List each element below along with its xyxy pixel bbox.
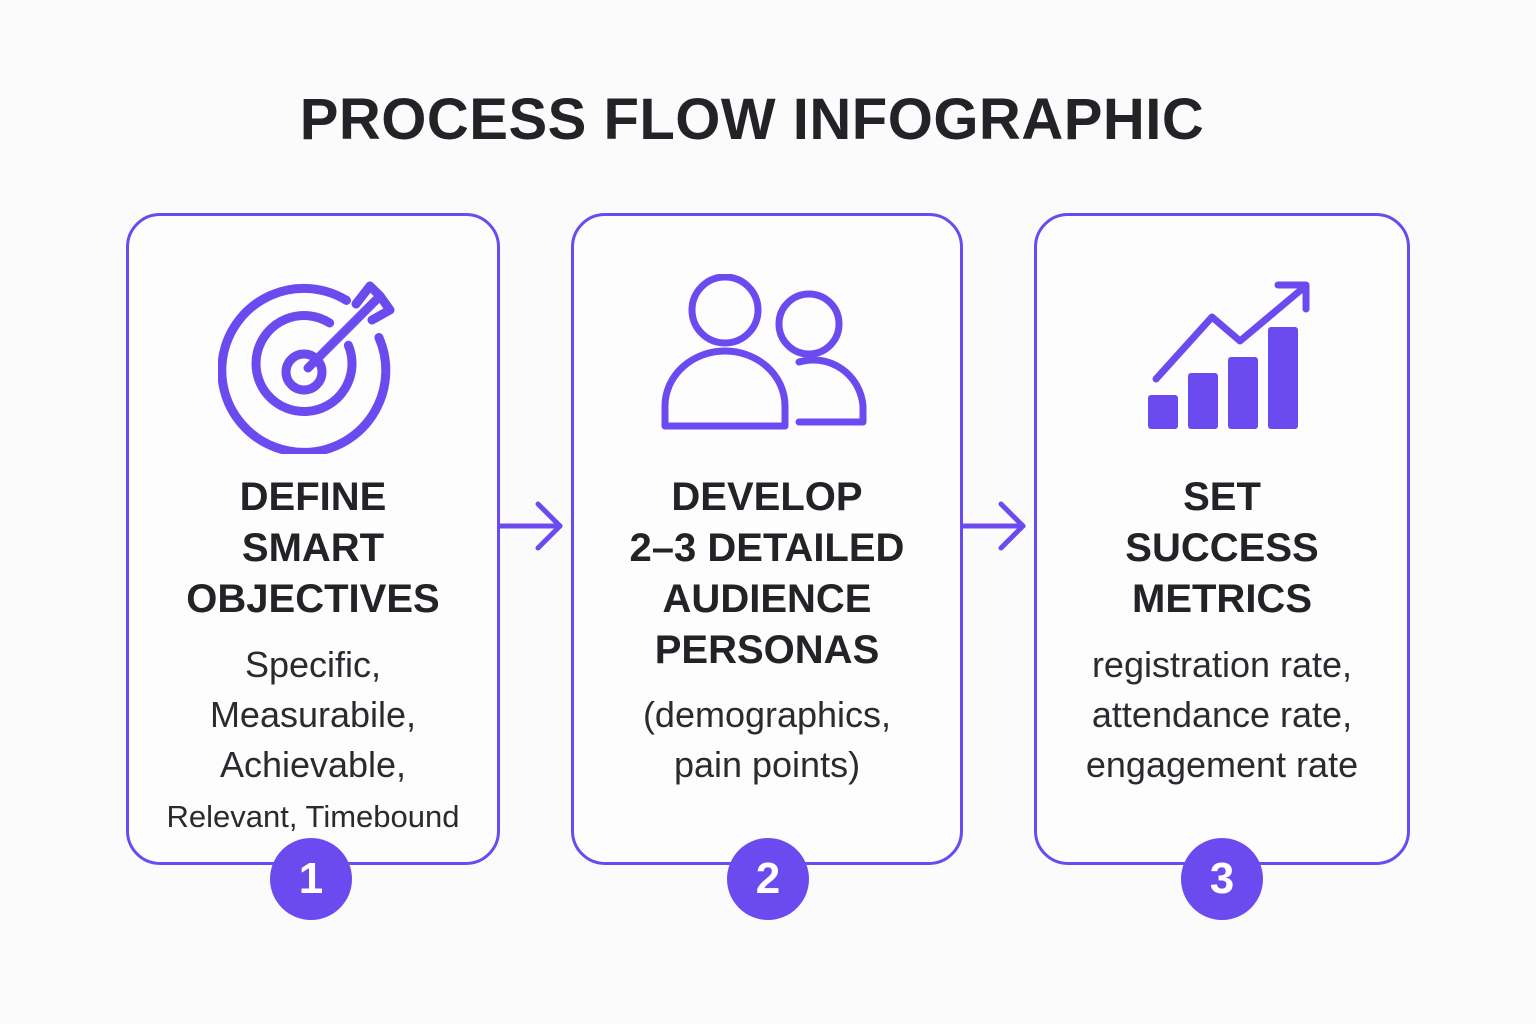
step-card-set-metrics: SET SUCCESS METRICS registration rate, a… — [1034, 213, 1410, 865]
growth-chart-icon — [1037, 264, 1407, 454]
step-heading: DEVELOP 2–3 DETAILED AUDIENCE PERSONAS — [629, 475, 905, 672]
arrow-right-icon — [497, 500, 566, 557]
step-number-badge: 3 — [1181, 838, 1263, 920]
step-card-define-objectives: DEFINE SMART OBJECTIVES Specific, Measur… — [126, 213, 500, 865]
target-arrow-icon — [129, 264, 497, 454]
step-description: (demographics, pain points) — [642, 694, 892, 785]
step-heading: DEFINE SMART OBJECTIVES — [186, 475, 440, 621]
step-description: registration rate, attendance rate, enga… — [1085, 644, 1359, 785]
step-heading: SET SUCCESS METRICS — [1125, 475, 1319, 621]
users-icon — [574, 264, 960, 454]
step-card-develop-personas: DEVELOP 2–3 DETAILED AUDIENCE PERSONAS (… — [571, 213, 963, 865]
arrow-right-icon — [960, 500, 1029, 557]
step-description: Specific, Measurabile, Achievable, Relev… — [129, 640, 497, 842]
step-description-small: Relevant, Timebound — [166, 799, 460, 834]
step-number-badge: 2 — [727, 838, 809, 920]
page-title: PROCESS FLOW INFOGRAPHIC — [299, 87, 1205, 152]
step-description-main: Specific, Measurabile, Achievable, — [209, 644, 417, 785]
step-number-badge: 1 — [270, 838, 352, 920]
